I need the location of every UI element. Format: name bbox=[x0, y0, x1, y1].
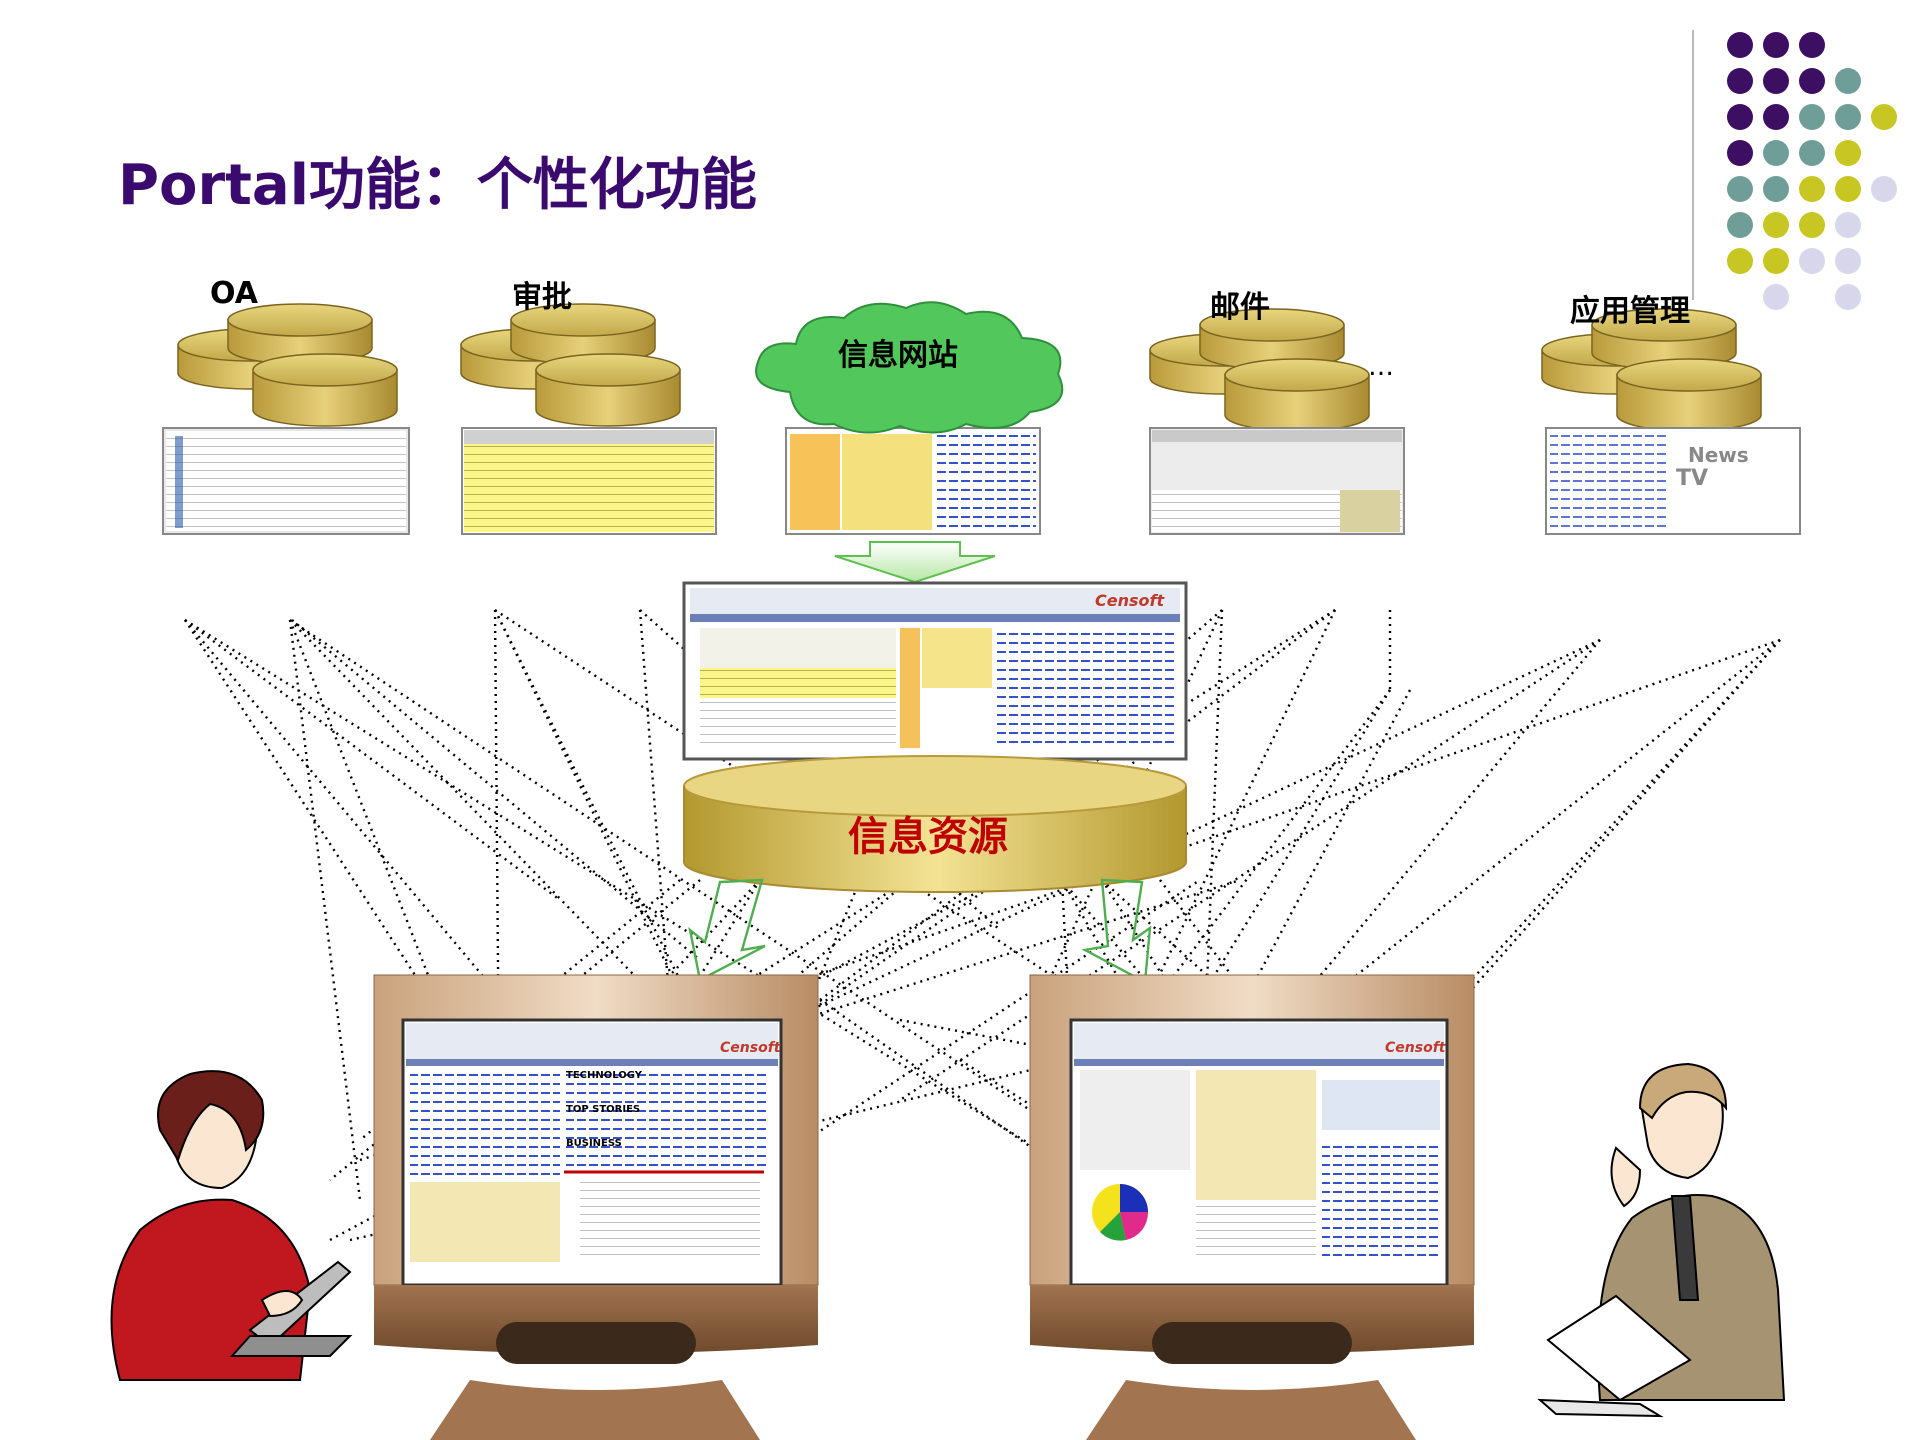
svg-text:Censoft: Censoft bbox=[1385, 1040, 1447, 1056]
news-header-top-stories: TOP STORIES bbox=[566, 1104, 640, 1115]
coin-stack-mail bbox=[1149, 308, 1370, 432]
decor-dot bbox=[1727, 176, 1753, 202]
decor-dot bbox=[1763, 68, 1789, 94]
decor-dot bbox=[1763, 248, 1789, 274]
coin bbox=[1591, 308, 1737, 370]
dotted-link bbox=[1158, 689, 1412, 1161]
decor-dot bbox=[1727, 212, 1753, 238]
resource-cylinder bbox=[683, 755, 1187, 893]
decor-dot bbox=[1835, 104, 1861, 130]
decor-dot bbox=[1727, 140, 1753, 166]
monitor-right: Censoft bbox=[1029, 974, 1475, 1440]
svg-text:TV: TV bbox=[1676, 466, 1708, 491]
coin-stack-approval bbox=[460, 303, 681, 427]
decor-dot bbox=[1727, 248, 1753, 274]
resource-label: 信息资源 bbox=[848, 814, 1008, 860]
dotted-link bbox=[899, 1018, 1111, 1062]
decor-dot bbox=[1727, 68, 1753, 94]
decor-dot bbox=[1799, 212, 1825, 238]
decor-dot bbox=[1763, 104, 1789, 130]
decor-dot bbox=[1763, 176, 1789, 202]
dotted-link bbox=[1038, 609, 1224, 1001]
decor-dot bbox=[1871, 104, 1897, 130]
coin-stack-oa bbox=[177, 303, 398, 427]
decor-dot bbox=[1799, 140, 1825, 166]
decor-dot bbox=[1763, 212, 1789, 238]
portal-aggregate-screen: Censoft bbox=[682, 581, 1188, 761]
down-arrow bbox=[834, 541, 996, 584]
man-on-phone bbox=[1537, 1062, 1786, 1418]
svg-text:Censoft: Censoft bbox=[720, 1040, 782, 1056]
label-mail: 邮件 bbox=[1210, 290, 1270, 325]
decorative-dot-grid bbox=[1727, 32, 1897, 310]
coin bbox=[1224, 358, 1370, 432]
decor-dot bbox=[1799, 176, 1825, 202]
decor-dot bbox=[1835, 68, 1861, 94]
decor-dot bbox=[1727, 104, 1753, 130]
decor-dot bbox=[1763, 284, 1789, 310]
coin-stack-app-management bbox=[1541, 308, 1762, 432]
woman-with-laptop bbox=[110, 1070, 353, 1381]
decor-dot bbox=[1799, 32, 1825, 58]
dotted-link bbox=[291, 619, 701, 961]
coin bbox=[1616, 358, 1762, 432]
dotted-link bbox=[1100, 879, 1332, 1241]
coin bbox=[510, 303, 656, 365]
decor-dot bbox=[1835, 212, 1861, 238]
more-sources-ellipsis: … bbox=[1368, 352, 1394, 382]
arrow-left-monitor bbox=[688, 878, 766, 982]
coin bbox=[1199, 308, 1345, 370]
dotted-link bbox=[288, 619, 432, 981]
thumbnail-app-management: News TV bbox=[1545, 427, 1801, 535]
dotted-link bbox=[1101, 879, 1301, 1061]
dotted-link bbox=[1299, 639, 1781, 1021]
label-approval: 审批 bbox=[512, 280, 572, 315]
thumbnail-approval bbox=[461, 427, 717, 535]
dotted-link bbox=[184, 619, 621, 1141]
monitor-left: TECHNOLOGY TOP STORIES BUSINESS Censoft bbox=[373, 974, 819, 1440]
svg-text:News: News bbox=[1688, 443, 1749, 467]
thumbnail-oa bbox=[162, 427, 410, 535]
decor-dot bbox=[1835, 284, 1861, 310]
decor-dot bbox=[1871, 176, 1897, 202]
dotted-link bbox=[288, 619, 362, 1201]
label-app-management: 应用管理 bbox=[1570, 294, 1690, 329]
decor-dot bbox=[1835, 176, 1861, 202]
dotted-link bbox=[494, 608, 1151, 1042]
decor-dot bbox=[1763, 32, 1789, 58]
decor-dot bbox=[1799, 68, 1825, 94]
dotted-link bbox=[1289, 639, 1781, 1181]
decor-dot bbox=[1835, 140, 1861, 166]
news-header-business: BUSINESS bbox=[566, 1138, 622, 1149]
thumbnail-website bbox=[785, 427, 1041, 535]
cloud-website bbox=[755, 301, 1064, 434]
dotted-link bbox=[1159, 879, 1341, 1121]
dotted-link bbox=[1198, 609, 1224, 1161]
dotted-link bbox=[1329, 639, 1781, 1151]
portal-brand-logo: Censoft bbox=[1095, 591, 1165, 610]
thumbnail-mail bbox=[1149, 427, 1405, 535]
decor-dot bbox=[1799, 248, 1825, 274]
dotted-link bbox=[638, 609, 672, 1011]
dotted-link bbox=[184, 618, 1121, 1202]
dotted-link bbox=[184, 619, 561, 901]
decor-dot bbox=[1835, 248, 1861, 274]
news-header-technology: TECHNOLOGY bbox=[566, 1070, 643, 1081]
coin bbox=[535, 353, 681, 427]
decor-dot bbox=[1799, 104, 1825, 130]
cloud-label-website: 信息网站 bbox=[838, 338, 958, 373]
label-oa: OA bbox=[210, 276, 258, 311]
coin bbox=[252, 353, 398, 427]
decor-dot bbox=[1763, 140, 1789, 166]
arrow-right-monitor bbox=[1081, 878, 1152, 984]
decor-dot bbox=[1727, 32, 1753, 58]
dotted-link bbox=[493, 609, 692, 1001]
page-title: Portal功能：个性化功能 bbox=[118, 153, 757, 218]
